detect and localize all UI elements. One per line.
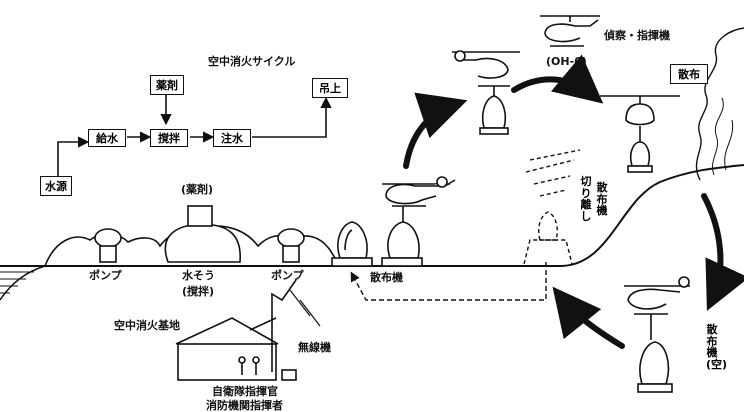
label-pump-left: ポンプ bbox=[89, 270, 122, 281]
spreader-ground-2 bbox=[382, 206, 422, 266]
label-spray: 散布 bbox=[670, 64, 708, 84]
label-tank: 水そう bbox=[182, 270, 215, 281]
label-commander-2: 消防機関指揮者 bbox=[206, 400, 283, 411]
smoke-cloud bbox=[696, 28, 744, 180]
pump-left-shape bbox=[95, 229, 121, 262]
label-empty-spreader: 散布機(空) bbox=[706, 324, 718, 370]
detach-dashes bbox=[524, 150, 580, 264]
helicopter-returning bbox=[624, 277, 690, 392]
label-tank-sub: (撹拌) bbox=[182, 286, 214, 297]
left-hill bbox=[0, 266, 45, 300]
helicopter-spraying bbox=[600, 96, 680, 172]
box-agent: 薬剤 bbox=[150, 75, 184, 95]
left-hatching bbox=[0, 272, 34, 293]
spreader-ground-1 bbox=[332, 222, 372, 266]
box-water-source: 水源 bbox=[40, 176, 72, 196]
label-radio: 無線機 bbox=[298, 342, 331, 353]
label-recon: 偵察・指揮機 bbox=[604, 30, 670, 41]
label-detach: 切り離し bbox=[580, 176, 592, 222]
pump-right-shape bbox=[278, 229, 304, 262]
label-spreader: 散布機 bbox=[370, 272, 403, 283]
label-agent-bag: (薬剤) bbox=[181, 184, 213, 195]
box-pouring: 注水 bbox=[213, 129, 251, 147]
cycle-title: 空中消火サイクル bbox=[208, 56, 295, 67]
label-commander-1: 自衛隊指揮官 bbox=[212, 386, 278, 397]
label-base: 空中消火基地 bbox=[114, 320, 180, 331]
box-water-supply: 給水 bbox=[88, 129, 126, 147]
helicopter-recon bbox=[540, 16, 600, 46]
label-pump-right: ポンプ bbox=[271, 270, 304, 281]
tank-shape bbox=[165, 206, 240, 262]
helicopter-carrying bbox=[452, 51, 520, 134]
box-lifting: 吊上 bbox=[312, 78, 348, 98]
box-stirring: 撹拌 bbox=[150, 129, 188, 147]
label-recon-model: (OH-6) bbox=[546, 56, 587, 67]
label-spreader-vertical: 散布機 bbox=[596, 182, 608, 217]
cycle-arrows bbox=[406, 79, 720, 346]
helicopter-lifting bbox=[382, 177, 455, 206]
